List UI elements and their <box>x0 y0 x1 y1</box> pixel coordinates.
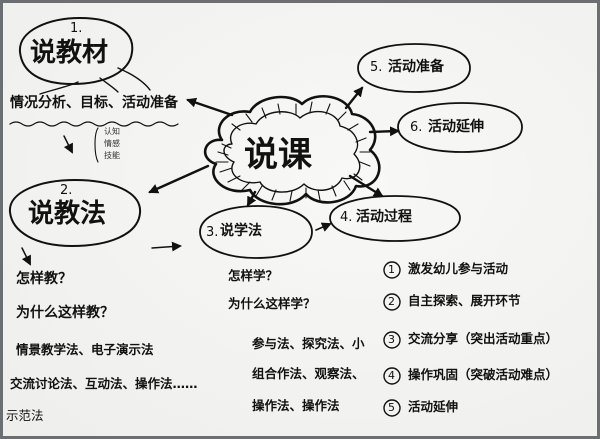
xuefa-label: 说学法 <box>220 223 262 239</box>
step-1-text: 激发幼儿参与活动 <box>408 261 509 276</box>
center-cloud-inner <box>223 110 361 193</box>
step-4-number: 4 <box>388 369 395 382</box>
xuefa-method-2: 组合作法、观察法、 <box>252 366 365 381</box>
step-4-text: 操作巩固（突破活动难点） <box>408 367 559 382</box>
shiji-ellipse <box>357 43 471 93</box>
jiaofa-method-2: 交流讨论法、互动法、操作法…… <box>10 376 198 391</box>
xuefa-method-3: 操作法、操作法 <box>252 398 340 413</box>
step-5-number: 5 <box>388 401 395 414</box>
arrow-to-jiaofa-questions <box>21 247 31 266</box>
yanshen-number: 6. <box>410 120 423 135</box>
jiaocai-sub: 情况分析、目标、活动准备 <box>10 95 178 111</box>
step-2-number: 2 <box>388 295 395 308</box>
jiaofa-question-1: 怎样教？ <box>16 271 72 287</box>
xuefa-question-1: 怎样学？ <box>228 268 279 283</box>
arrow-to-jiaofa <box>148 164 210 194</box>
guocheng-number: 4. <box>340 210 353 225</box>
jiaofa-ellipse <box>8 179 142 247</box>
goal-tag-3: 技能 <box>104 151 120 160</box>
xuefa-number: 3. <box>206 225 219 240</box>
xuefa-question-2: 为什么这样学？ <box>228 296 316 311</box>
yanshen-label: 活动延伸 <box>428 119 484 135</box>
guocheng-ellipse <box>329 195 461 242</box>
shiji-label: 活动准备 <box>388 59 444 75</box>
arrow-to-guocheng <box>348 174 384 198</box>
step-3-text: 交流分享（突出活动重点） <box>408 331 559 346</box>
jiaofa-method-3: 示范法 <box>6 408 44 423</box>
arrow-jiaofa-right <box>151 241 182 252</box>
jiaofa-question-2: 为什么这样教？ <box>16 305 114 321</box>
goal-tag-2: 情感 <box>104 139 120 148</box>
jiaocai-ellipse <box>18 17 134 85</box>
yanshen-ellipse <box>397 102 523 153</box>
jiaofa-number: 2. <box>60 183 73 198</box>
paper-sheet <box>3 3 597 436</box>
arrow-to-shiji <box>344 86 364 110</box>
jiaocai-label: 说教材 <box>30 38 109 68</box>
step-2-text: 自主探索、展开环节 <box>408 293 521 308</box>
arrow-xuefa-to-guocheng <box>315 222 332 232</box>
center-cloud-outer <box>203 95 381 206</box>
step-3-number: 3 <box>388 333 395 346</box>
guocheng-label: 活动过程 <box>356 209 412 225</box>
arrow-to-jiaocai <box>186 97 234 117</box>
step-1-number: 1 <box>388 263 395 276</box>
center-title: 说课 <box>244 135 312 175</box>
xuefa-method-1: 参与法、探究法、小 <box>252 336 365 351</box>
xuefa-ellipse <box>199 205 313 259</box>
goal-tag-1: 认知 <box>104 127 120 136</box>
jiaocai-underline <box>9 121 179 127</box>
jiaofa-method-1: 情景教学法、电子演示法 <box>16 342 154 357</box>
jiaocai-number: 1. <box>70 21 83 36</box>
goal-bracket <box>94 127 99 163</box>
arrow-jiaocai-down <box>63 135 73 154</box>
arrow-to-yanshen <box>368 126 400 137</box>
arrow-to-xuefa <box>246 190 257 207</box>
step-5-text: 活动延伸 <box>408 399 459 414</box>
shiji-number: 5. <box>370 60 383 75</box>
jiaofa-label: 说教法 <box>28 199 107 229</box>
